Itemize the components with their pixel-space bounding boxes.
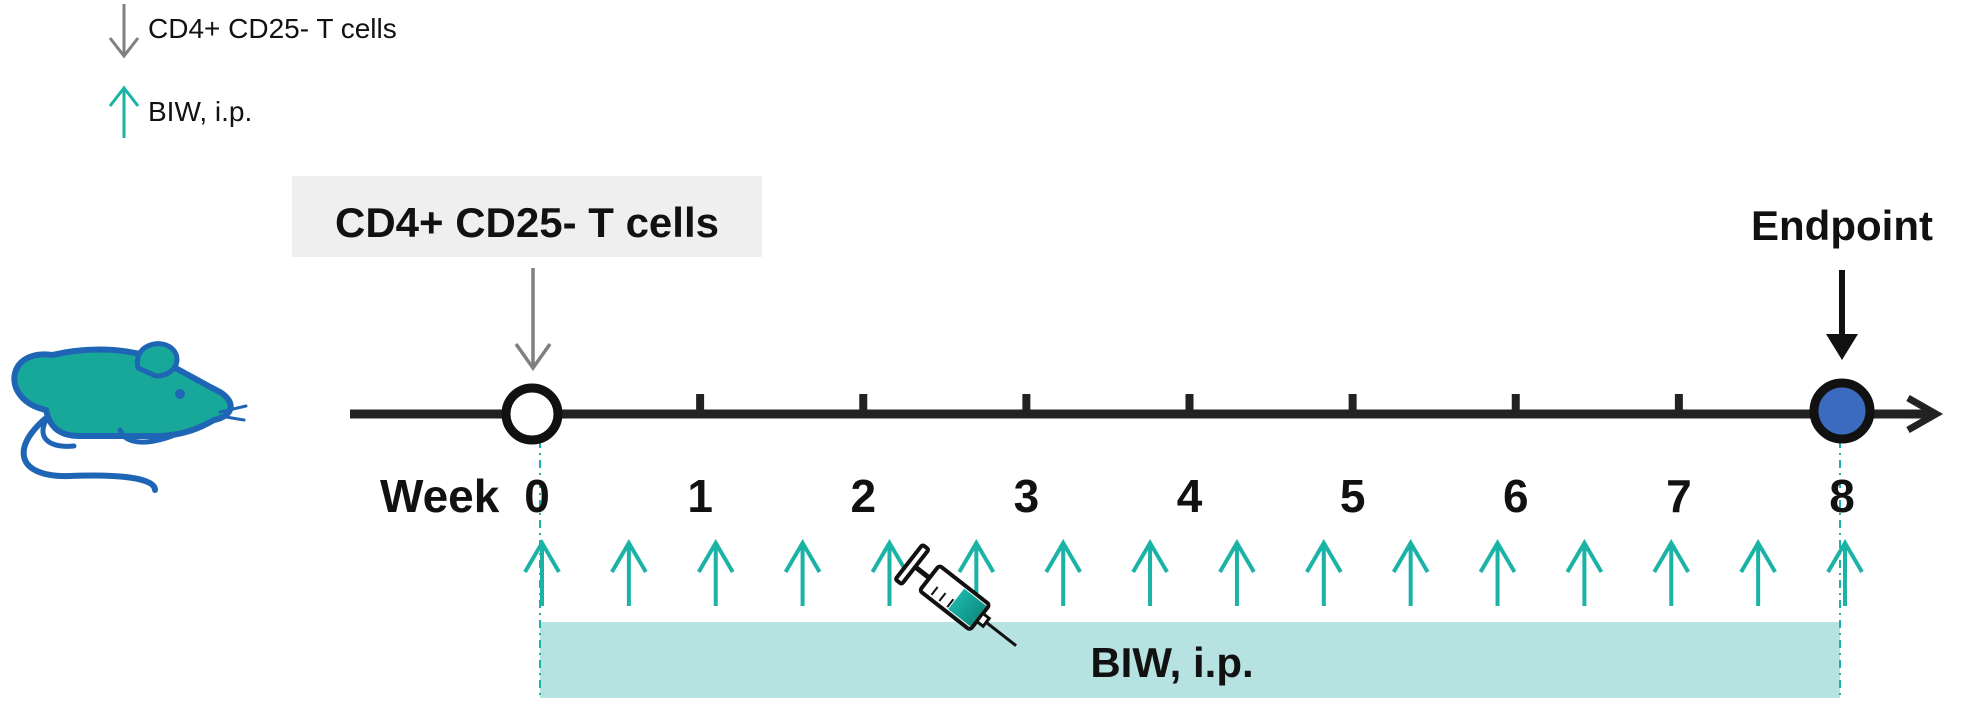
legend-label-cell-transfer: CD4+ CD25- T cells [148, 13, 397, 44]
syringe-icon [894, 543, 1018, 647]
cell-transfer-label: CD4+ CD25- T cells [335, 199, 719, 246]
dose-arrow [1826, 539, 1864, 606]
dose-arrow [870, 539, 909, 606]
week-label-0: 0 [524, 470, 550, 522]
period-guide-lines [539, 440, 1841, 700]
week-label-6: 6 [1503, 470, 1529, 522]
legend-item-dosing: BIW, i.p. [108, 85, 252, 138]
up-arrow-icon [108, 85, 140, 138]
axis-label-week: Week [380, 470, 500, 522]
dose-arrow [1218, 539, 1256, 606]
cell-transfer-arrow [514, 268, 552, 372]
dosing-period: BIW, i.p. [540, 622, 1840, 698]
down-arrow-icon [108, 4, 140, 59]
week-label-8: 8 [1829, 470, 1855, 522]
week-label-2: 2 [850, 470, 876, 522]
dose-arrow [523, 539, 561, 606]
dose-arrow [1739, 539, 1777, 606]
endpoint-marker [1809, 378, 1875, 444]
dose-arrow [1131, 539, 1169, 606]
week-label-4: 4 [1177, 470, 1203, 522]
week-label-5: 5 [1340, 470, 1366, 522]
dose-arrow [697, 539, 735, 606]
week-label-3: 3 [1014, 470, 1040, 522]
axis-ticks [696, 394, 1683, 414]
legend-item-cell-transfer: CD4+ CD25- T cells [108, 4, 397, 59]
endpoint-arrow [1826, 270, 1858, 360]
endpoint-label: Endpoint [1751, 202, 1933, 249]
dose-arrow [610, 539, 648, 606]
dose-arrow [1652, 539, 1690, 606]
legend: CD4+ CD25- T cells BIW, i.p. [108, 4, 397, 138]
start-marker [501, 383, 563, 445]
week-label-7: 7 [1666, 470, 1692, 522]
legend-label-dosing: BIW, i.p. [148, 96, 252, 127]
mouse-icon [11, 341, 248, 493]
dose-arrow [1565, 539, 1604, 606]
week-labels: Week 0 1 2 3 4 5 6 7 8 [380, 470, 1855, 522]
cell-transfer-box [292, 176, 762, 257]
endpoint-event: Endpoint [1751, 202, 1933, 360]
dosing-period-label: BIW, i.p. [1090, 639, 1253, 686]
week-label-1: 1 [687, 470, 713, 522]
cell-transfer-event: CD4+ CD25- T cells [292, 176, 762, 372]
dose-arrow [1391, 539, 1430, 606]
axis-arrowhead [1906, 394, 1944, 434]
dose-arrows [523, 539, 1864, 606]
dose-arrow [1478, 539, 1517, 606]
dose-arrow [783, 539, 822, 606]
dose-arrow [1305, 539, 1343, 606]
dose-arrow [1044, 539, 1082, 606]
dosing-period-bar [540, 622, 1840, 698]
timeline-axis [350, 394, 1944, 434]
